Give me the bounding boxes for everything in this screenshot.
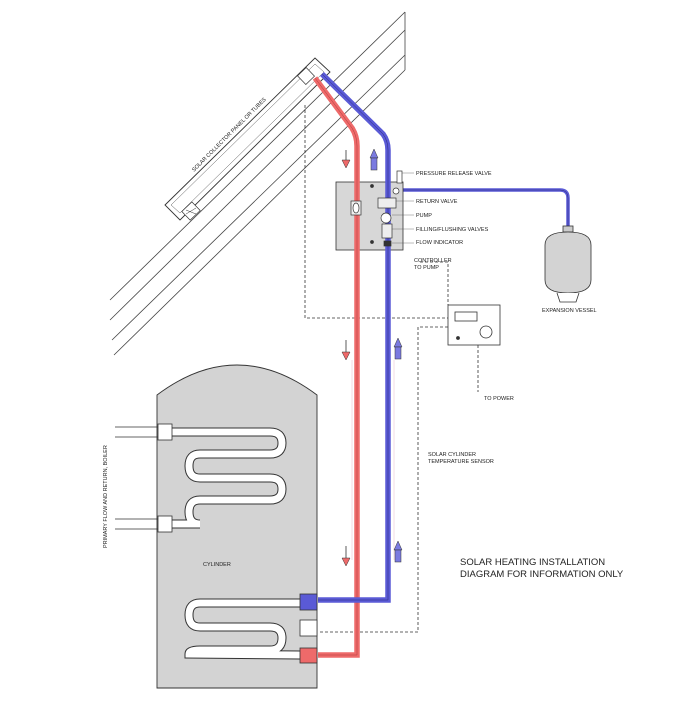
to-power-label: TO POWER [484, 396, 514, 402]
primary-boiler-pipes [115, 426, 158, 530]
hot-water-cylinder: CYLINDER [156, 364, 318, 689]
arrow-up-top [369, 148, 379, 171]
sensor-label-line1: SOLAR CYLINDER [428, 452, 476, 458]
expansion-pipe [395, 188, 570, 228]
pressure-release-valve-label: PRESSURE RELEASE VALVE [416, 171, 492, 177]
roof [109, 11, 406, 356]
pump-label: PUMP [416, 213, 432, 219]
leader-lines [392, 172, 414, 244]
sensor-label-line2: TEMPERATURE SENSOR [428, 459, 494, 465]
expansion-vessel-label: EXPANSION VESSEL [542, 308, 597, 314]
expansion-vessel [544, 225, 592, 303]
pump-station-box [335, 181, 404, 251]
flow-indicator-label: FLOW INDICATOR [416, 240, 463, 246]
flow-pipe [312, 76, 360, 658]
return-pipe [318, 72, 391, 603]
arrow-up-mid [393, 337, 403, 360]
control-wiring [304, 105, 479, 633]
arrow-down-top [341, 150, 351, 169]
flow-arrows [341, 150, 351, 567]
return-valve-label: RETURN VALVE [416, 199, 458, 205]
diagram-title-line2: DIAGRAM FOR INFORMATION ONLY [460, 569, 624, 580]
arrow-down-mid [341, 340, 351, 361]
primary-flow-label: PRIMARY FLOW AND RETURN, BOILER [103, 445, 109, 548]
sensor-wire [351, 360, 395, 560]
return-arrows [369, 148, 403, 563]
controller-label-line1: CONTROLLER [414, 258, 452, 264]
diagram-title-line1: SOLAR HEATING INSTALLATION [460, 557, 605, 568]
filling-flushing-valves-label: FILLING/FLUSHING VALVES [416, 227, 489, 233]
cylinder-label: CYLINDER [203, 562, 231, 568]
pump-station-components [350, 170, 403, 247]
controller-label-line2: TO PUMP [414, 265, 439, 271]
solar-collector-panel [164, 57, 331, 221]
controller [447, 304, 501, 346]
arrow-down-low [341, 546, 351, 567]
arrow-up-low [393, 540, 403, 563]
